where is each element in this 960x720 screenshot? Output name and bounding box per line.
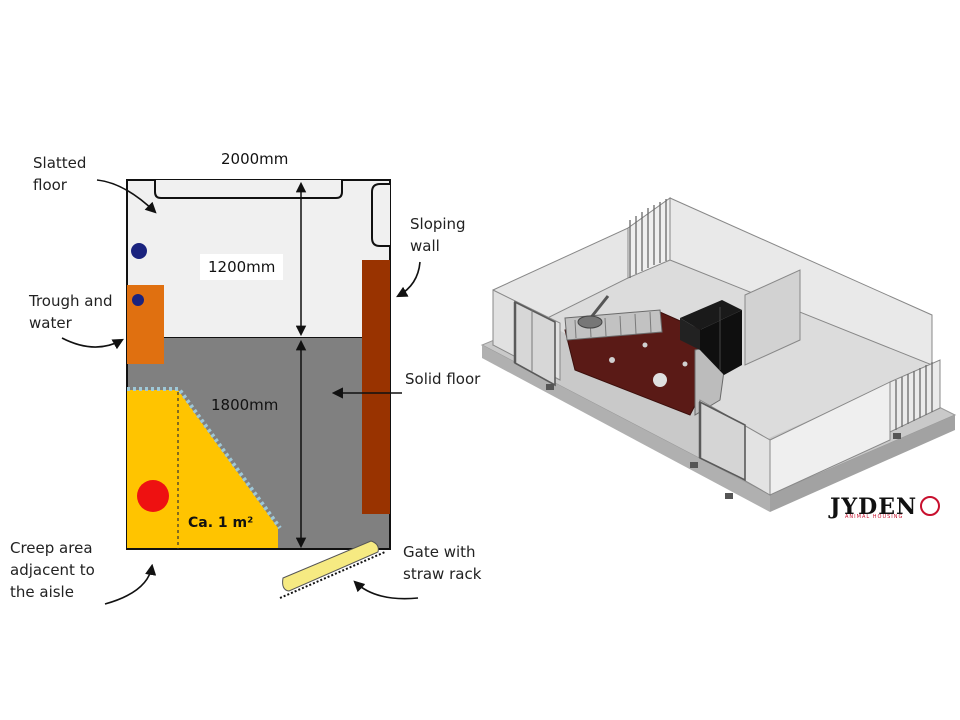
- arrow-sloping: [396, 261, 421, 298]
- label-solid-floor: Solid floor: [405, 370, 481, 388]
- dimension-upper: 1200mm: [200, 254, 284, 280]
- creep-area-size: Ca. 1 m²: [188, 515, 254, 531]
- sloping-wall: [362, 260, 390, 514]
- arrow-gate: [353, 580, 419, 600]
- heat-lamp: [137, 480, 169, 512]
- water-dot: [131, 243, 147, 259]
- arrow-creep: [104, 563, 157, 605]
- dimension-width: 2000mm: [221, 150, 289, 168]
- logo-tagline: ANIMAL HOUSING: [845, 514, 904, 520]
- top-notch: [154, 180, 343, 199]
- water-dot: [132, 294, 144, 306]
- dimension-lower: 1800mm: [211, 396, 279, 414]
- arrow-slatted: [96, 179, 157, 214]
- arrow-trough: [61, 337, 124, 350]
- jyden-logo: JYDEN: [830, 494, 941, 520]
- creep-area: [127, 390, 278, 549]
- right-notch: [371, 183, 390, 247]
- gate: [282, 540, 379, 592]
